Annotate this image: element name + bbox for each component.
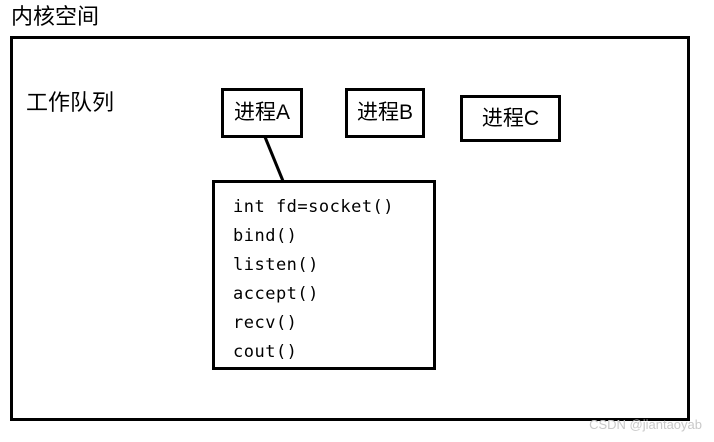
process-label-b: 进程B bbox=[356, 101, 413, 124]
process-label-c: 进程C bbox=[481, 106, 540, 130]
code-line: bind() bbox=[233, 226, 298, 246]
code-line: recv() bbox=[233, 313, 298, 333]
kernel-space-frame bbox=[10, 36, 690, 421]
code-line: listen() bbox=[233, 255, 319, 275]
process-box-b[interactable]: 进程B bbox=[345, 88, 425, 138]
watermark: CSDN @jiantaoyab bbox=[589, 417, 702, 432]
page-title: 内核空间 bbox=[11, 4, 100, 29]
work-queue-label: 工作队列 bbox=[26, 90, 115, 115]
process-label-a: 进程A bbox=[233, 101, 290, 124]
code-line: int fd=socket() bbox=[233, 197, 395, 217]
code-block-box: int fd=socket() bind() listen() accept()… bbox=[212, 180, 436, 370]
process-box-c[interactable]: 进程C bbox=[460, 95, 561, 142]
code-line: accept() bbox=[233, 284, 319, 304]
code-line: cout() bbox=[233, 342, 298, 362]
process-box-a[interactable]: 进程A bbox=[221, 88, 303, 138]
